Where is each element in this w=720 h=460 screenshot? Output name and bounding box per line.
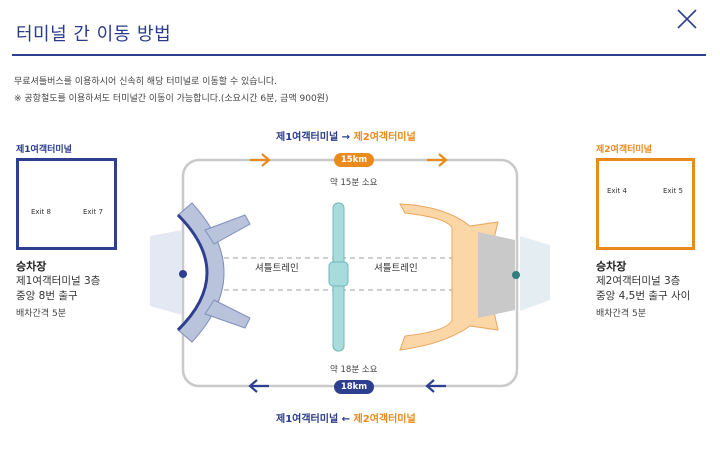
terminal1-stop-line2: 중앙 8번 출구 — [16, 290, 78, 302]
terminal1-stop-line1: 제1여객터미널 3층 — [16, 275, 101, 287]
close-icon[interactable] — [676, 8, 698, 30]
terminal1-interval: 배차간격 5분 — [16, 309, 66, 319]
terminal2-interval: 배차간격 5분 — [596, 309, 646, 319]
route-top-arrow: → — [341, 132, 351, 143]
terminal1-building — [150, 202, 251, 343]
route-top-distance-badge: 15km — [334, 153, 374, 167]
terminal2-exit-right: Exit 5 — [663, 187, 683, 195]
route-top-arrow-left — [250, 153, 271, 167]
route-bottom-duration: 약 18분 소요 — [330, 365, 378, 375]
title-divider — [12, 54, 706, 56]
route-bottom-from: 제1여객터미널 — [276, 414, 339, 425]
terminal2-building — [399, 203, 550, 351]
shuttle-train-label-left: 셔틀트레인 — [255, 263, 299, 274]
route-bottom-to: 제2여객터미널 — [353, 414, 416, 425]
description-line-2: ※ 공항철도를 이용하셔도 터미널간 이동이 가능합니다.(소요시간 6분, 금… — [14, 94, 329, 104]
route-top-label: 제1여객터미널 → 제2여객터미널 — [276, 128, 416, 143]
terminal2-title: 제2여객터미널 — [596, 145, 652, 155]
route-bottom-arrow-left — [248, 379, 269, 393]
page-title: 터미널 간 이동 방법 — [16, 24, 172, 45]
terminal2-stop-heading: 승차장 — [596, 260, 627, 273]
route-bottom-arrow-right — [425, 379, 446, 393]
terminal1-exit-left: Exit 8 — [31, 208, 51, 216]
terminal2-exit-left: Exit 4 — [607, 187, 627, 195]
terminal2-stop-map: Exit 4 Exit 5 — [596, 158, 695, 250]
route-bottom-label: 제1여객터미널 ← 제2여객터미널 — [276, 410, 416, 425]
concourse-building — [328, 202, 349, 352]
route-bottom-distance-badge: 18km — [334, 380, 374, 394]
route-bottom-arrow: ← — [341, 414, 351, 425]
description-line-1: 무료셔틀버스를 이용하시어 신속히 해당 터미널로 이동할 수 있습니다. — [14, 77, 278, 87]
route-top-duration: 약 15분 소요 — [330, 178, 378, 188]
route-top-from: 제1여객터미널 — [276, 132, 339, 143]
terminal1-stop-map: Exit 8 Exit 7 — [16, 158, 117, 250]
terminal2-stop-line1: 제2여객터미널 3층 — [596, 275, 681, 287]
shuttle-train-label-right: 셔틀트레인 — [374, 263, 418, 274]
terminal1-exit-right: Exit 7 — [83, 208, 103, 216]
route-top-arrow-right — [427, 153, 448, 167]
terminal2-stop-line2: 중앙 4,5번 출구 사이 — [596, 290, 691, 302]
route-top-to: 제2여객터미널 — [353, 132, 416, 143]
terminal1-title: 제1여객터미널 — [16, 145, 72, 155]
terminal1-stop-heading: 승차장 — [16, 260, 47, 273]
